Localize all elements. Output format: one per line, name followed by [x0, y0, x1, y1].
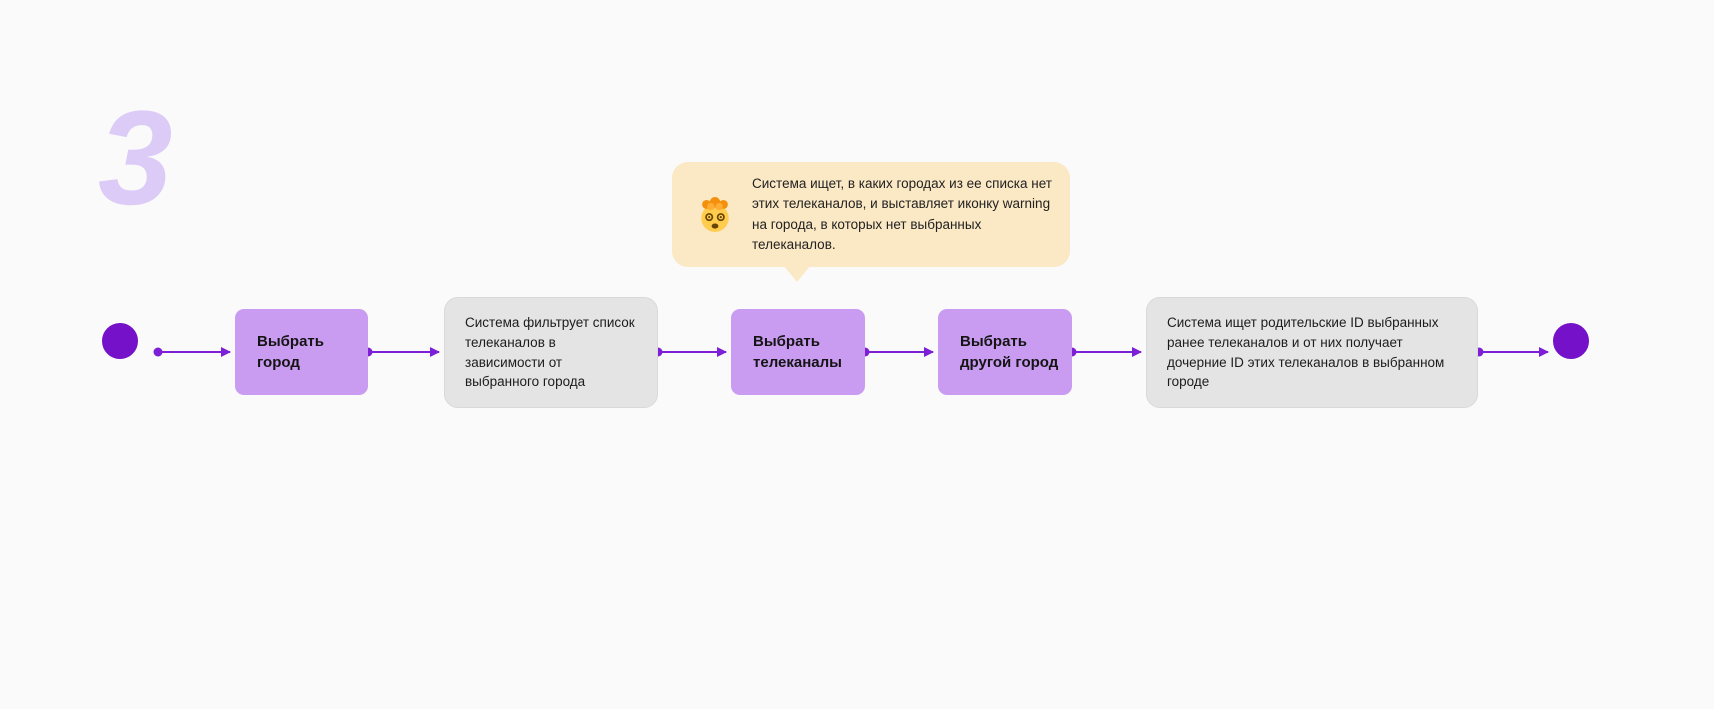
connector-other-city-to-lookup [1067, 347, 1142, 357]
flow-node-label: Выбрать город [257, 333, 324, 371]
connector-select-channels-to-other-city [860, 347, 934, 357]
flow-node-label: Система ищет родительские ID выбранных р… [1167, 315, 1445, 390]
annotation-callout: Система ищет, в каких городах из ее спис… [672, 162, 1070, 282]
flow-node-label: Система фильтрует список телеканалов в з… [465, 315, 635, 390]
flow-node-select-channels: Выбрать телеканалы [731, 309, 865, 395]
flow-node-label: Выбрать другой город [960, 333, 1059, 371]
flow-node-lookup-ids: Система ищет родительские ID выбранных р… [1146, 297, 1478, 408]
annotation-text: Система ищет, в каких городах из ее спис… [752, 176, 1052, 252]
connector-select-city-to-filter [363, 347, 440, 357]
flow-node-filter-channels: Система фильтрует список телеканалов в з… [444, 297, 658, 408]
connector-start-to-select-city [153, 347, 231, 357]
flow-node-select-other-city: Выбрать другой город [938, 309, 1072, 395]
flow-node-label: Выбрать телеканалы [753, 333, 842, 371]
connector-lookup-to-end [1474, 347, 1549, 357]
flow-node-select-city: Выбрать город [235, 309, 368, 395]
end-node [1553, 323, 1589, 359]
step-number: 3 [98, 84, 173, 233]
annotation-tail [784, 266, 810, 282]
connector-filter-to-select-channels [653, 347, 727, 357]
start-node [102, 323, 138, 359]
exploding-head-icon [696, 196, 734, 234]
